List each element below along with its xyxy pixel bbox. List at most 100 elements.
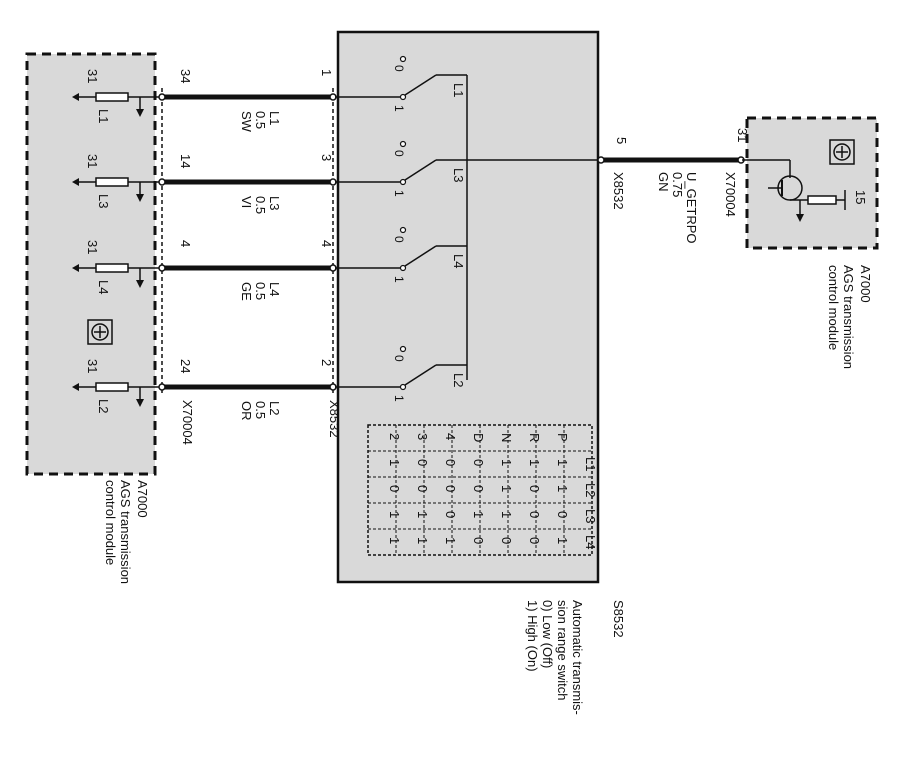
- truth-table-gear: P: [555, 433, 570, 442]
- output-wire-size: 0.75: [670, 172, 685, 197]
- switch-position-1: 1: [392, 276, 406, 283]
- left-pin-number: 24: [178, 359, 193, 373]
- truth-table-cell: 1: [387, 459, 402, 466]
- left-module-desc-2: control module: [103, 480, 118, 565]
- truth-table-column-header: L4: [583, 535, 598, 549]
- truth-table: L1L2L3L4P1101R1000N1110D0010400013001121…: [367, 424, 598, 556]
- right-module-transistor: [742, 159, 846, 222]
- output-connector-label: X8532: [611, 172, 626, 210]
- left-signal-label: L1: [96, 109, 111, 123]
- left-pin-number: 14: [178, 154, 193, 168]
- truth-table-cell: 1: [471, 511, 486, 518]
- truth-table-cell: 0: [527, 485, 542, 492]
- left-ground-pin-label: 31: [85, 240, 100, 254]
- switch-contact-label: L2: [451, 373, 466, 387]
- wire-color-label: GE: [239, 282, 254, 301]
- switch-desc-3: 0) Low (Off): [540, 600, 555, 668]
- switch-position-1: 1: [392, 190, 406, 197]
- left-module-ic-icon: [87, 319, 113, 345]
- truth-table-cell: 1: [499, 485, 514, 492]
- switch-pin-number: 1: [319, 69, 334, 76]
- truth-table-cell: 1: [555, 459, 570, 466]
- truth-table-cell: 0: [527, 511, 542, 518]
- wire-name-label: L1: [267, 111, 282, 125]
- truth-table-cell: 0: [471, 459, 486, 466]
- left-ground-pin-label: 31: [85, 359, 100, 373]
- switch-position-0: 0: [392, 355, 406, 362]
- switch-contact-l1: L1 1 0: [335, 55, 467, 112]
- wire-name-label: L3: [267, 196, 282, 210]
- truth-table-gear: N: [499, 433, 514, 442]
- truth-table-cell: 1: [443, 537, 458, 544]
- truth-table-cell: 0: [387, 485, 402, 492]
- right-pin-label: 31: [735, 128, 750, 142]
- switch-pin-number: 3: [319, 154, 334, 161]
- output-wire-name: U_GETRPO: [684, 172, 699, 244]
- switch-contact-label: L1: [451, 83, 466, 97]
- right-module-box: [745, 116, 879, 250]
- switch-position-0: 0: [392, 65, 406, 72]
- switch-desc-1: Automatic transmis-: [570, 600, 585, 715]
- switch-contact-l3: L3 1 0: [335, 140, 467, 197]
- output-wire-color: GN: [656, 172, 671, 192]
- truth-table-column-header: L1: [583, 457, 598, 471]
- right-module-desc-1: AGS transmission: [841, 265, 856, 369]
- wire-size-label: 0.5: [253, 196, 268, 214]
- left-module-name: A7000: [135, 480, 150, 518]
- wire-size-label: 0.5: [253, 401, 268, 419]
- left-module-box: [25, 52, 157, 476]
- truth-table-cell: 0: [471, 485, 486, 492]
- truth-table-cell: 1: [555, 537, 570, 544]
- truth-table-gear: D: [471, 433, 486, 442]
- truth-table-cell: 1: [499, 511, 514, 518]
- truth-table-cell: 1: [499, 459, 514, 466]
- truth-table-gear: 3: [415, 433, 430, 440]
- right-pin2-label: 15: [853, 190, 868, 204]
- truth-table-cell: 1: [527, 459, 542, 466]
- truth-table-gear: 4: [443, 433, 458, 440]
- switch-position-1: 1: [392, 105, 406, 112]
- switch-contact-label: L4: [451, 254, 466, 268]
- output-pin-label: 5: [614, 137, 629, 144]
- switch-position-0: 0: [392, 236, 406, 243]
- truth-table-cell: 1: [387, 511, 402, 518]
- left-connector-label: X70004: [180, 400, 195, 445]
- truth-table-cell: 1: [415, 537, 430, 544]
- truth-table-gear: R: [527, 433, 542, 442]
- left-pin-number: 4: [178, 240, 193, 247]
- wire-size-label: 0.5: [253, 111, 268, 129]
- switch-name: S8532: [611, 600, 626, 638]
- left-signal-label: L3: [96, 194, 111, 208]
- switch-contact-label: L3: [451, 168, 466, 182]
- switch-desc-4: 1) High (On): [525, 600, 540, 672]
- truth-table-cell: 0: [443, 511, 458, 518]
- wire-size-label: 0.5: [253, 282, 268, 300]
- truth-table-column-header: L2: [583, 483, 598, 497]
- left-signal-label: L2: [96, 399, 111, 413]
- switch-position-0: 0: [392, 150, 406, 157]
- truth-table-cell: 0: [443, 485, 458, 492]
- wire-color-label: OR: [239, 401, 254, 421]
- left-module-desc-1: AGS transmission: [118, 480, 133, 584]
- right-module-ic-icon: [829, 139, 855, 165]
- truth-table-cell: 1: [387, 537, 402, 544]
- switch-pin-number: 2: [319, 359, 334, 366]
- left-ground-pin-label: 31: [85, 154, 100, 168]
- switch-contact-l2: L2 1 0: [335, 345, 467, 402]
- left-signal-label: L4: [96, 280, 111, 294]
- wire-name-label: L2: [267, 401, 282, 415]
- switch-position-1: 1: [392, 395, 406, 402]
- truth-table-cell: 0: [443, 459, 458, 466]
- left-ground-pin-label: 31: [85, 69, 100, 83]
- right-connector-label: X70004: [723, 172, 738, 217]
- right-module-name: A7000: [858, 265, 873, 303]
- truth-table-cell: 0: [415, 459, 430, 466]
- right-module-desc-2: control module: [826, 265, 841, 350]
- truth-table-cell: 1: [555, 485, 570, 492]
- truth-table-cell: 0: [415, 485, 430, 492]
- truth-table-cell: 0: [471, 537, 486, 544]
